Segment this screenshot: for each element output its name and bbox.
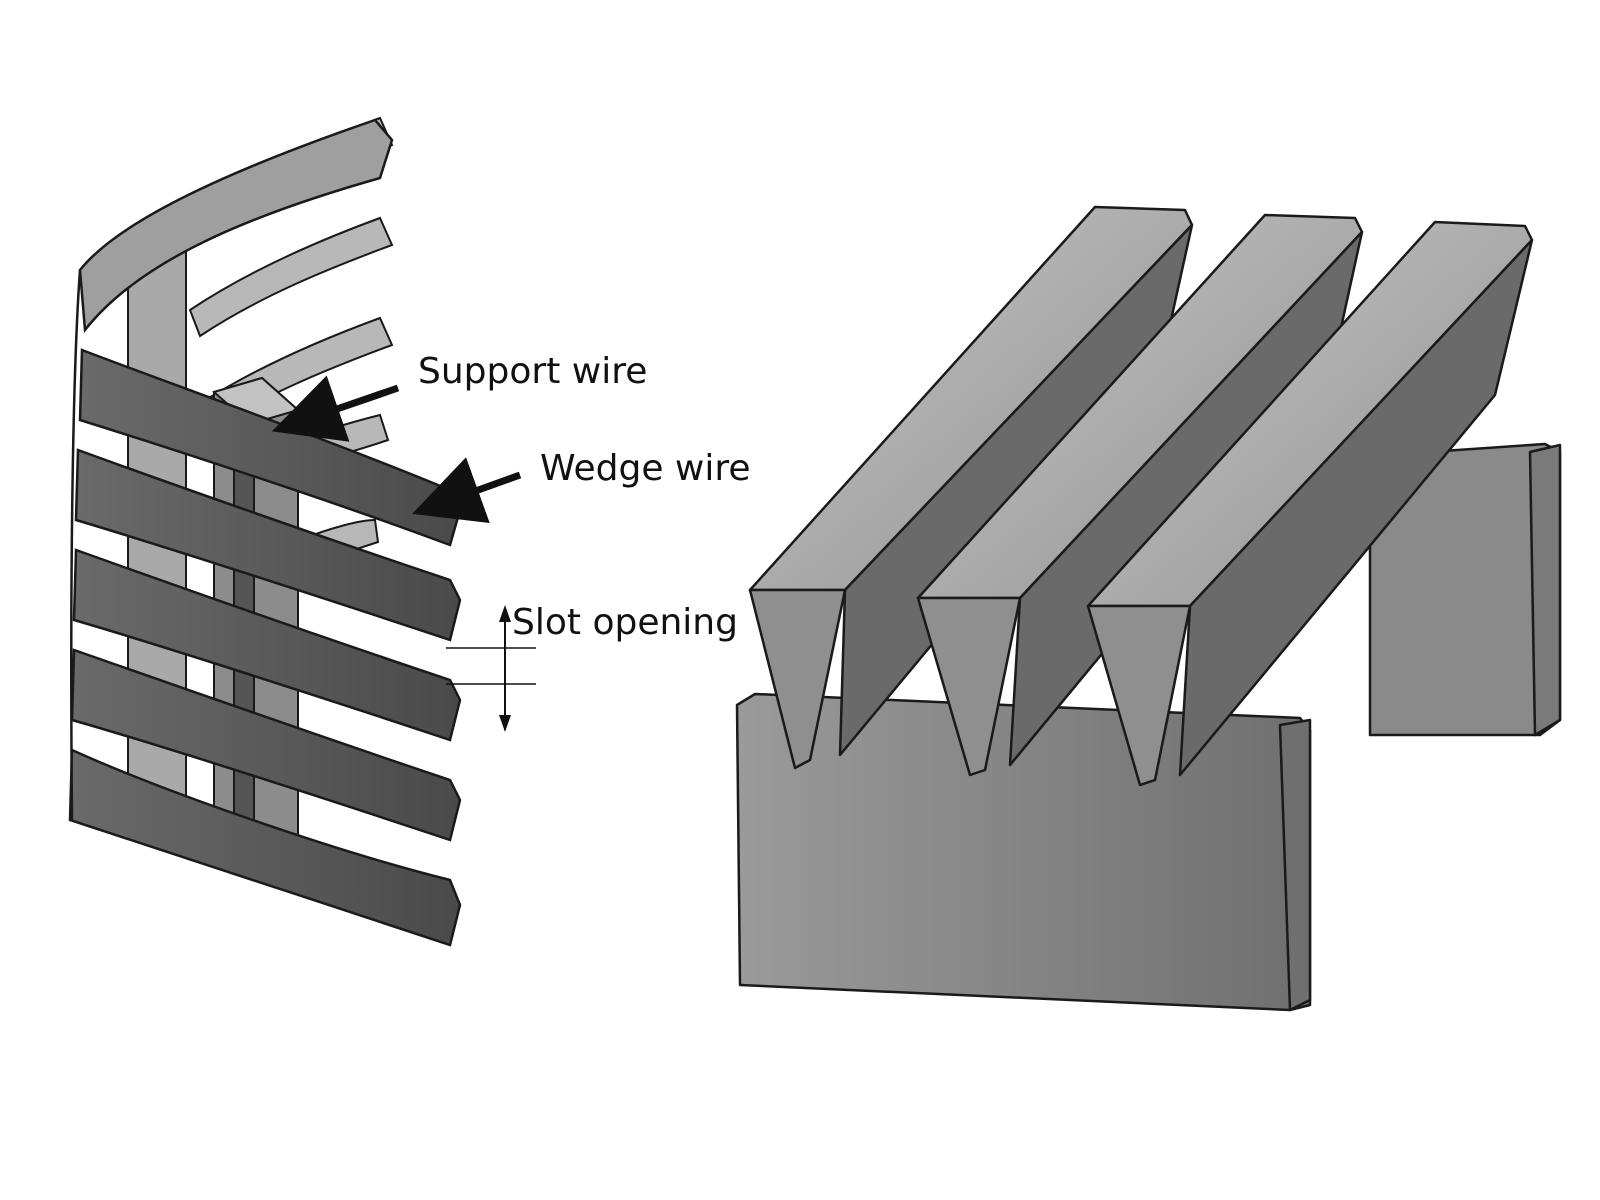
slot-opening-callout: Slot opening [446, 602, 738, 732]
slot-opening-label: Slot opening [512, 602, 738, 643]
support-wire-callout: Support wire [271, 351, 647, 442]
slot-arrow-down [499, 715, 511, 732]
front-support-block [735, 692, 1312, 1012]
wedge-wire-label: Wedge wire [540, 448, 751, 489]
support-wire-label: Support wire [418, 351, 647, 392]
wedge-wire-arrow [412, 457, 522, 524]
wedge-wires [68, 118, 462, 947]
wedge-bar-3 [1086, 220, 1534, 787]
back-support-block [1368, 442, 1562, 737]
support-wire-arrow [271, 375, 400, 442]
cylindrical-screen [68, 116, 462, 947]
wedge-wire-closeup [735, 205, 1562, 1012]
wedge-wire-callout: Wedge wire [412, 448, 751, 524]
slot-arrow-up [499, 605, 511, 622]
